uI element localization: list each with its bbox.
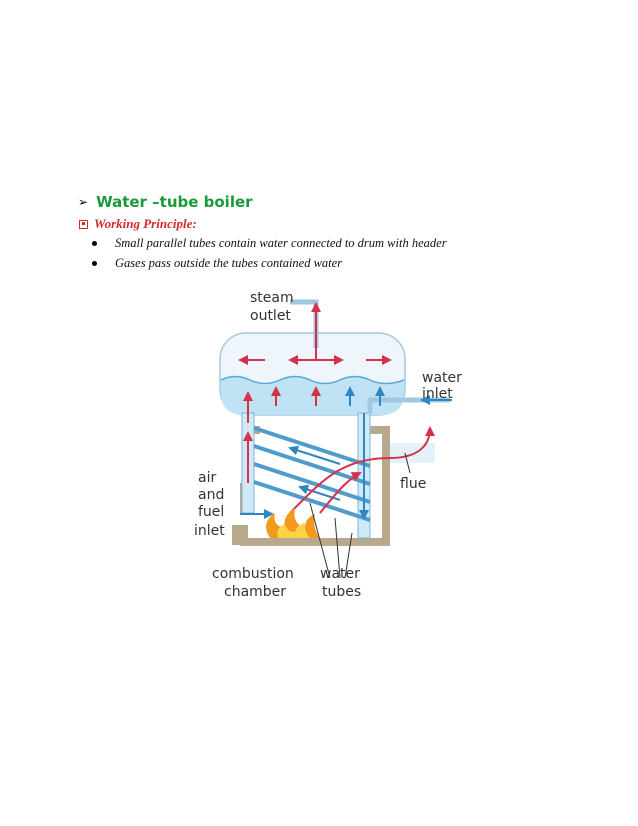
label-chamber: chamber xyxy=(224,584,286,600)
label-fuel: fuel xyxy=(198,504,224,520)
label-and: and xyxy=(198,487,224,503)
bullet-text: Gases pass outside the tubes contained w… xyxy=(115,255,343,270)
flue-duct xyxy=(390,443,435,463)
water-tube-boiler-diagram: steam outlet water inlet air and fuel in… xyxy=(194,290,462,600)
bullet-list: Small parallel tubes contain water conne… xyxy=(92,233,447,273)
label-outlet: outlet xyxy=(250,308,291,324)
bullet-dot-icon xyxy=(92,240,97,246)
list-item: Gases pass outside the tubes contained w… xyxy=(92,253,447,273)
label-water-inlet-2: inlet xyxy=(422,386,453,402)
bullet-text: Small parallel tubes contain water conne… xyxy=(115,235,447,250)
heading-title: Water –tube boiler xyxy=(96,193,253,211)
list-item: Small parallel tubes contain water conne… xyxy=(92,233,447,253)
subheading: Working Principle: xyxy=(79,216,197,232)
boxed-square-icon xyxy=(79,219,88,229)
water-tubes xyxy=(253,426,371,522)
section-heading: ➢ Water –tube boiler xyxy=(78,193,253,211)
label-water-tubes-1: water xyxy=(320,566,360,582)
pointer-lines xyxy=(309,452,411,579)
label-air: air xyxy=(198,470,216,486)
label-flue: flue xyxy=(400,476,426,492)
label-inlet: inlet xyxy=(194,523,225,539)
hot-gas-path xyxy=(289,426,435,514)
label-steam: steam xyxy=(250,290,294,306)
bullet-dot-icon xyxy=(92,260,97,266)
arrowhead-icon: ➢ xyxy=(78,195,89,209)
hot-gas-path-2 xyxy=(319,472,362,514)
label-water-tubes-2: tubes xyxy=(322,584,361,600)
steam-flow-arrows xyxy=(238,348,392,483)
label-water-inlet-1: water xyxy=(422,370,462,386)
label-combustion: combustion xyxy=(212,566,294,582)
subheading-title: Working Principle: xyxy=(94,216,197,231)
flame-icon xyxy=(266,508,320,538)
